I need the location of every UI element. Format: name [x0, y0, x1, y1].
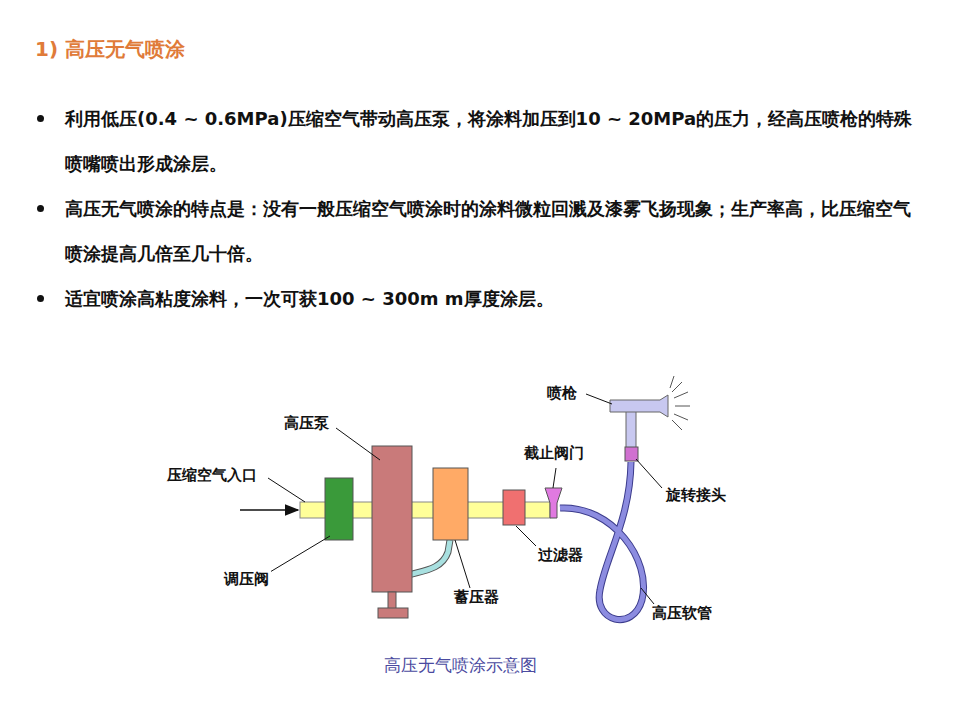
high-pressure-hose	[560, 462, 644, 620]
bullet-text: 利用低压(0.4 ~ 0.6MPa)压缩空气带动高压泵，将涂料加压到10 ~ 2…	[65, 96, 925, 186]
pump	[372, 446, 412, 592]
bullet-text: 高压无气喷涂的特点是：没有一般压缩空气喷涂时的涂料微粒回溅及漆雾飞扬现象；生产率…	[65, 186, 925, 276]
inlet-label: 压缩空气入口	[165, 466, 259, 485]
spray-gun	[610, 395, 668, 417]
hose-label: 高压软管	[650, 604, 714, 623]
swivel-joint	[625, 447, 638, 461]
gun-label: 喷枪	[545, 384, 579, 403]
pump-label: 高压泵	[282, 414, 331, 433]
filter-label: 过滤器	[536, 546, 585, 565]
joint-label: 旋转接头	[664, 486, 728, 505]
regulator	[325, 478, 353, 540]
slide-title: 1) 高压无气喷涂	[35, 36, 185, 63]
pump-foot	[378, 608, 408, 618]
bullet-text: 适宜喷涂高粘度涂料，一次可获100 ~ 300m m厚度涂层。	[65, 276, 925, 321]
pump-rod	[388, 592, 396, 609]
figure-caption: 高压无气喷涂示意图	[384, 654, 537, 677]
spray-lines	[670, 376, 690, 430]
valve-label: 截止阀门	[522, 444, 586, 463]
bullet-dot	[37, 205, 44, 212]
gun-stem	[626, 410, 636, 448]
bullet-dot	[37, 295, 44, 302]
accumulator-label: 蓄压器	[452, 588, 501, 607]
regulator-label: 调压阀	[222, 570, 271, 589]
air-arrow	[240, 509, 298, 511]
bullet-dot	[37, 115, 44, 122]
shutoff-valve	[545, 488, 562, 518]
leader-lines	[268, 394, 662, 604]
accumulator	[433, 468, 468, 540]
filter	[503, 490, 525, 525]
